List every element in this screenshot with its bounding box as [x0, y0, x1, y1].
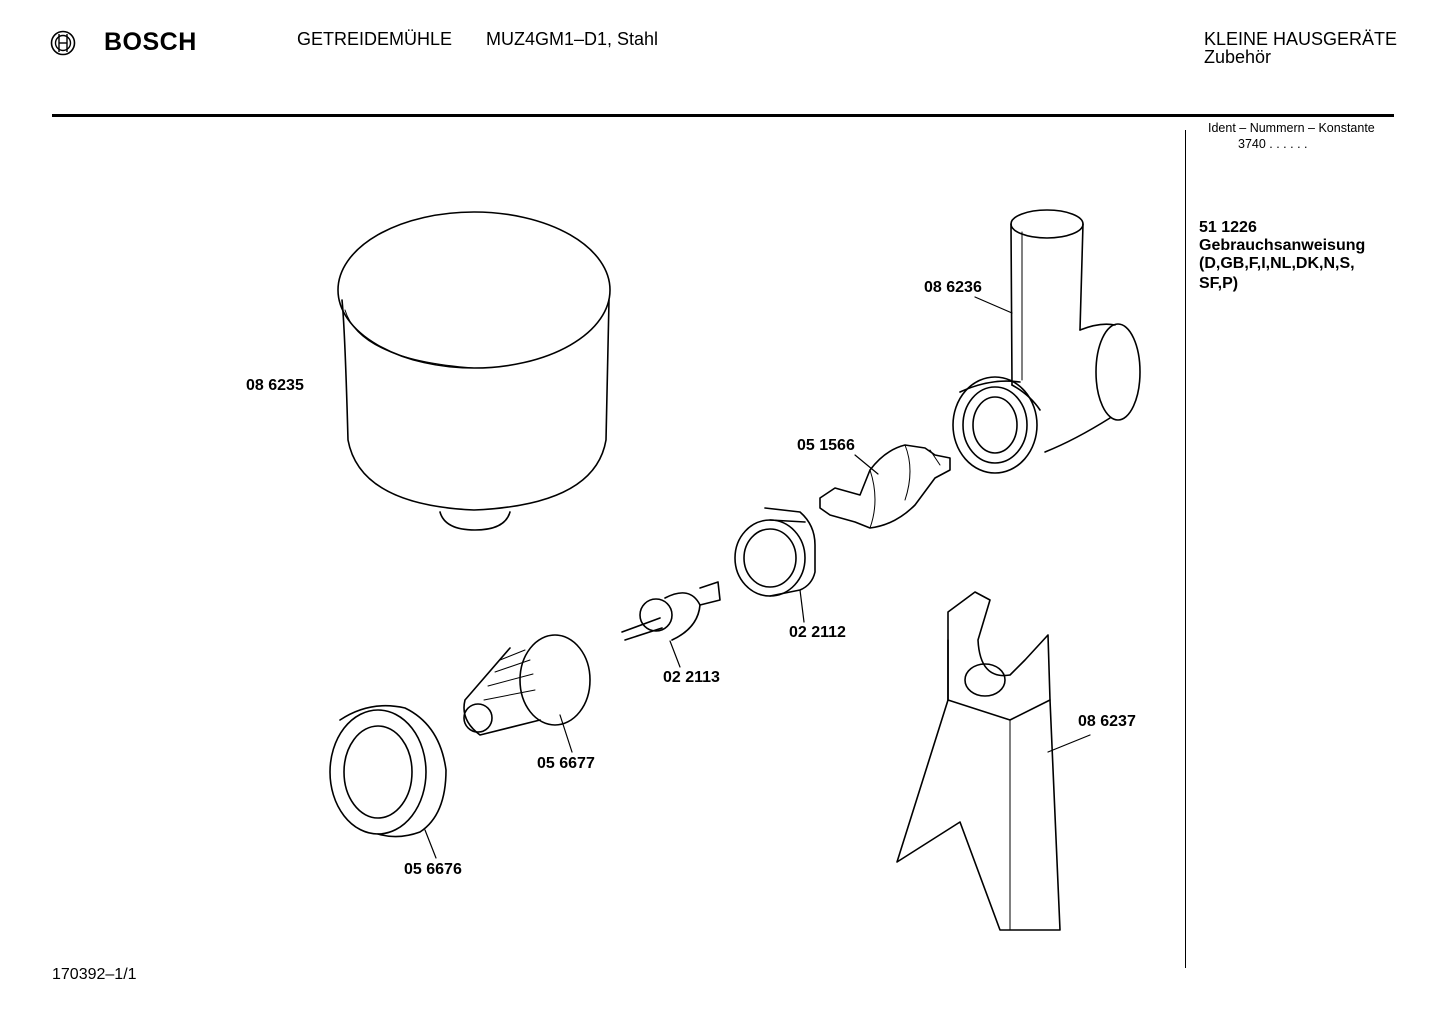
category-label: KLEINE HAUSGERÄTE [1204, 29, 1398, 49]
ident-label: Ident – Nummern – Konstante [1208, 121, 1375, 135]
part-label-inner-cone: 02 2113 [663, 669, 720, 686]
locking-ring-drawing [329, 704, 447, 838]
sidebar-divider [1185, 130, 1186, 968]
part-label-locking-ring: 05 6676 [404, 861, 462, 878]
auger-drawing [819, 444, 951, 529]
hopper-drawing [337, 211, 611, 531]
inner-cone-drawing [621, 581, 721, 641]
part-label-stand: 08 6237 [1078, 713, 1136, 730]
outer-ring-drawing [734, 507, 816, 597]
leader-lines [424, 296, 1091, 859]
header-divider [52, 114, 1394, 117]
document-reference: 51 1226 Gebrauchsanweisung (D,GB,F,I,NL,… [1199, 219, 1365, 293]
part-label-outer-ring: 02 2112 [789, 624, 846, 641]
document-languages-1: (D,GB,F,I,NL,DK,N,S, [1199, 255, 1355, 272]
document-number: 51 1226 [1199, 219, 1257, 236]
product-title: GETREIDEMÜHLE [297, 29, 453, 49]
stand-drawing [896, 591, 1061, 931]
model-number: MUZ4GM1–D1, Stahl [486, 29, 659, 49]
brand-name: BOSCH [104, 28, 197, 56]
housing-drawing [952, 209, 1141, 474]
grinding-cone-drawing [463, 634, 591, 736]
part-label-housing: 08 6236 [924, 279, 982, 296]
document-languages-2: SF,P) [1199, 275, 1239, 292]
subcategory-label: Zubehör [1204, 47, 1272, 67]
part-label-auger: 05 1566 [797, 437, 855, 454]
bosch-logo-icon [50, 30, 76, 56]
ident-value: 3740 . . . . . . [1238, 137, 1308, 151]
document-title: Gebrauchsanweisung [1199, 237, 1366, 254]
part-label-hopper: 08 6235 [246, 377, 304, 394]
page-reference: 170392–1/1 [52, 966, 137, 983]
part-label-grinding-cone: 05 6677 [537, 755, 595, 772]
